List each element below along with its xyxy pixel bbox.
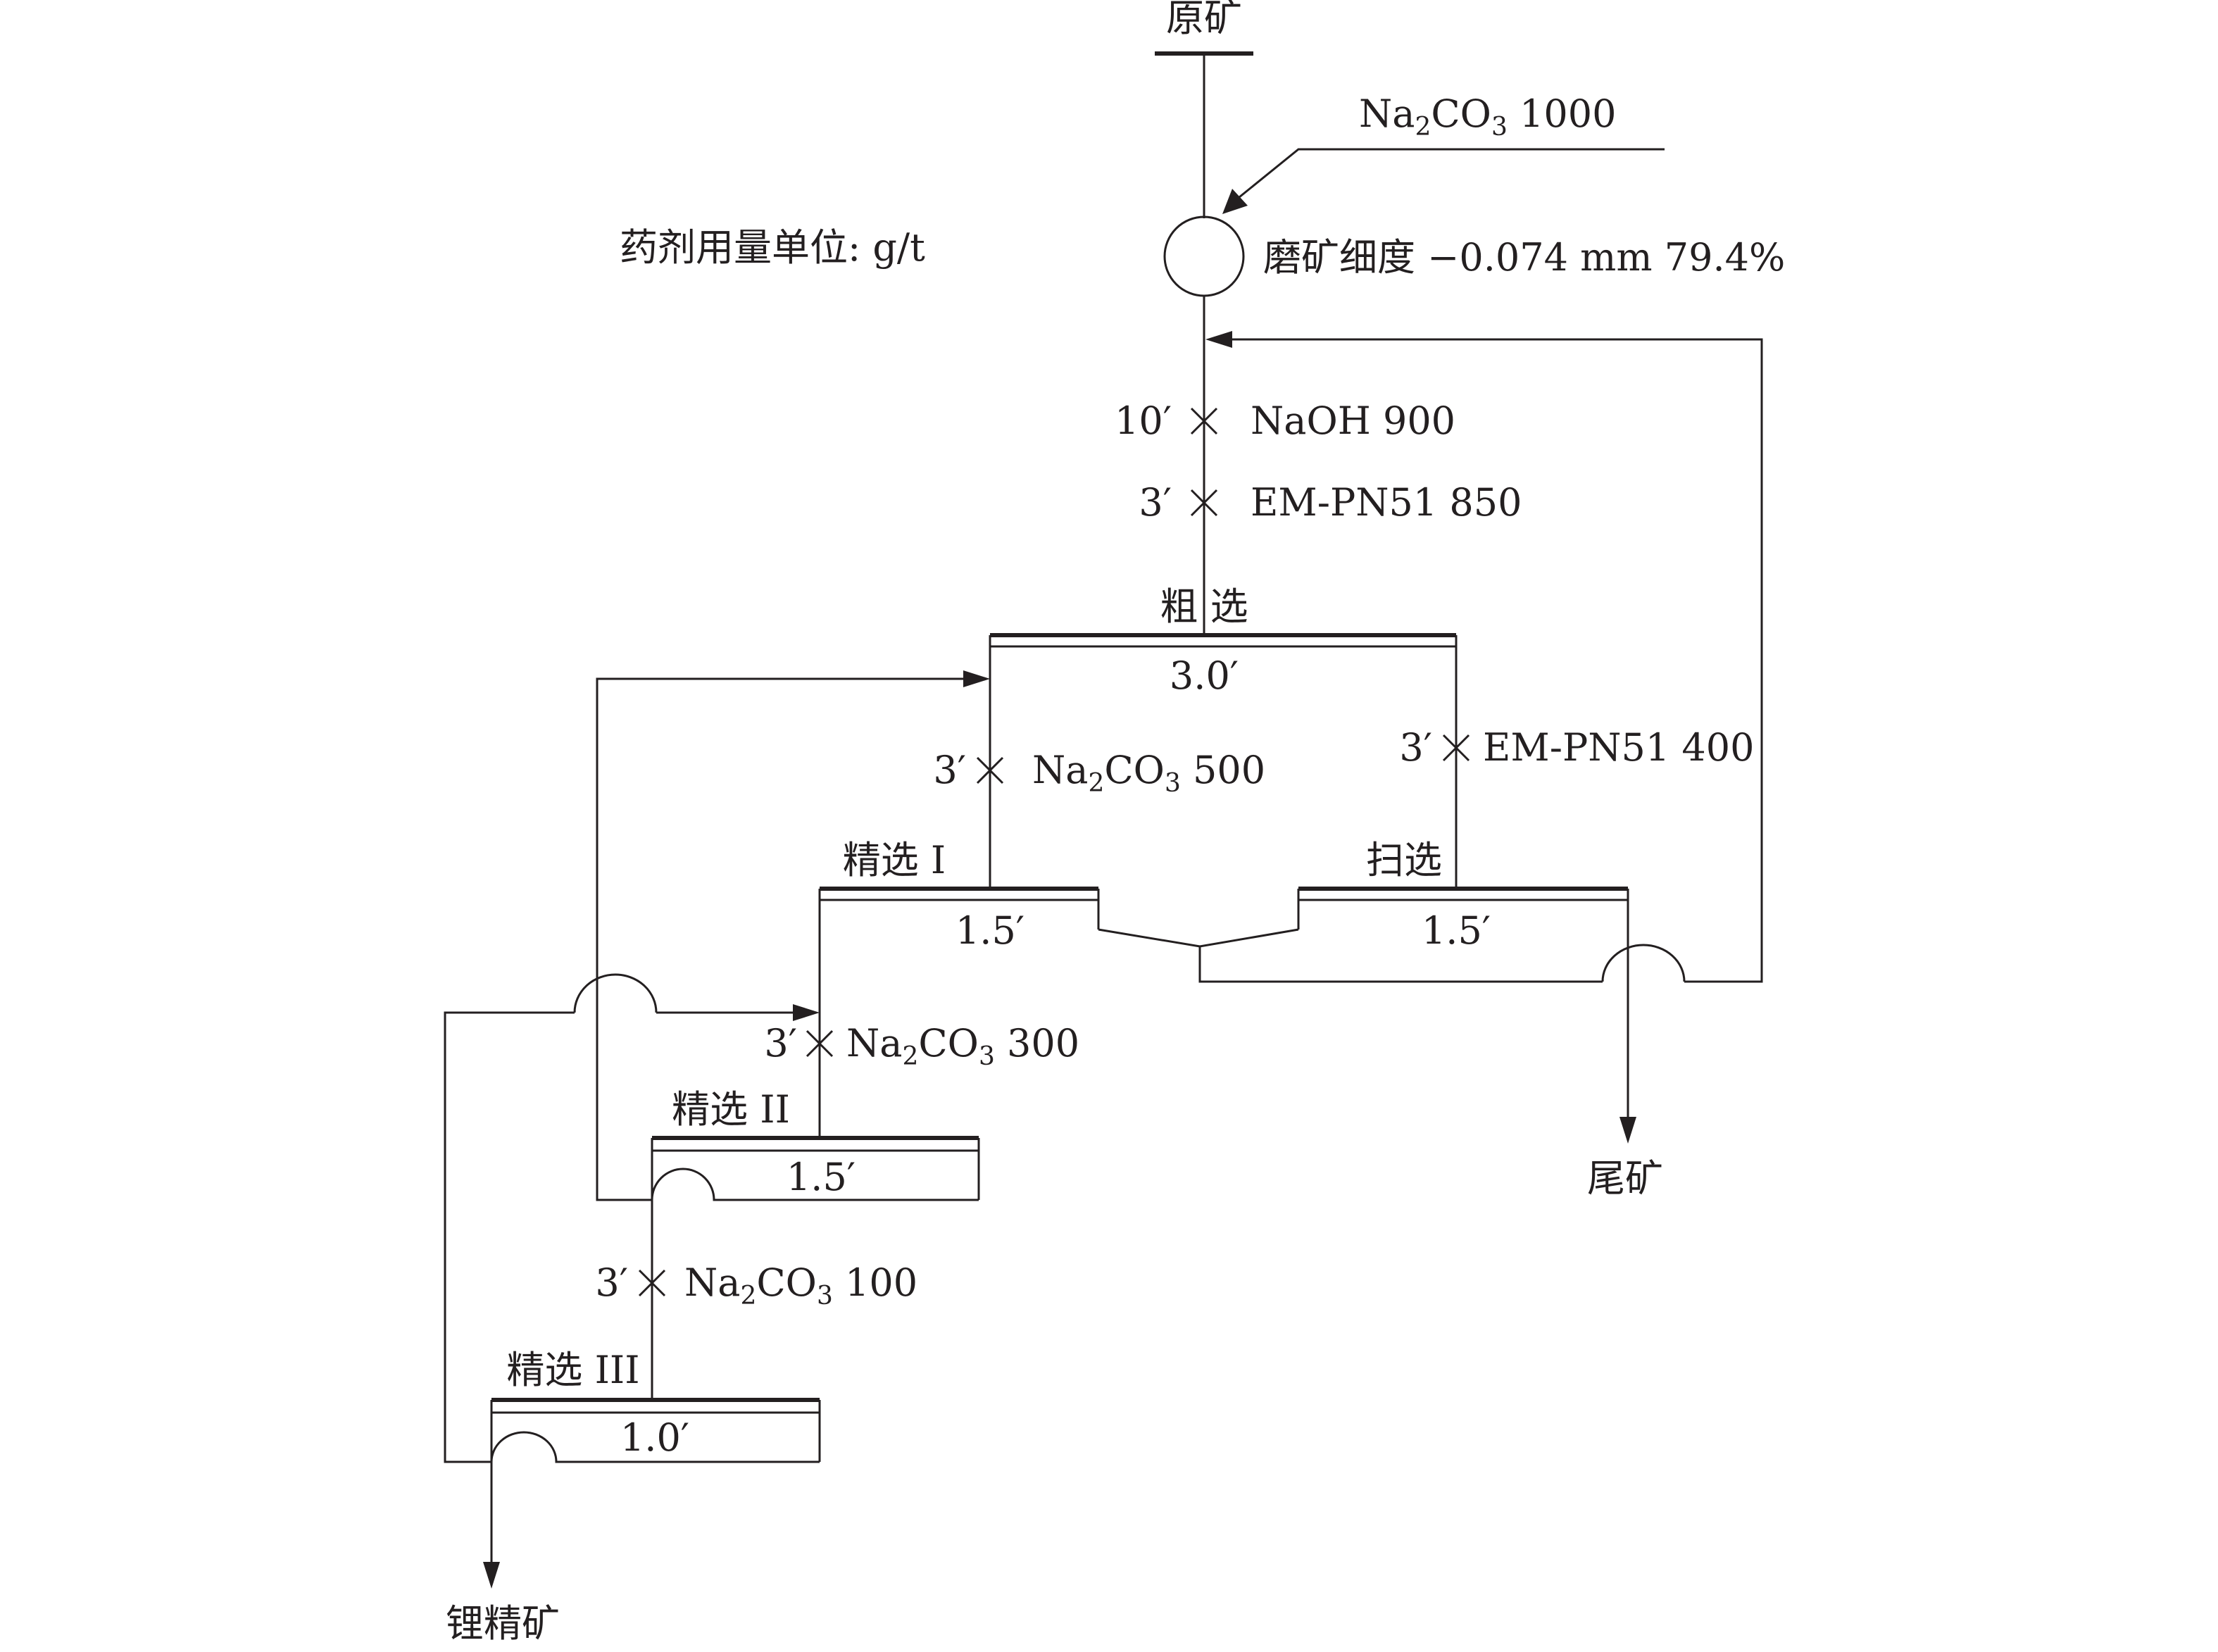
- cleaner2-label: 精选 II: [672, 1087, 790, 1132]
- feed-label: 原矿: [1166, 0, 1242, 40]
- cross-mark-icon: [638, 1269, 666, 1297]
- cross-mark-icon: [976, 756, 1004, 784]
- recycle-arrowhead: [963, 670, 990, 687]
- grinding-reagent-line: [1239, 148, 1665, 199]
- middlings-return-line: [1198, 946, 1603, 983]
- concentrate-label: 锂精矿: [446, 1601, 560, 1646]
- cleaner3-cell-bottom: [490, 1431, 820, 1463]
- recycle-arrowhead: [793, 1004, 820, 1021]
- cleaner3-tailings-recycle-line: [444, 1011, 575, 1463]
- cleaner2-cell-bottom: [651, 1168, 979, 1201]
- tailings-label: 尾矿: [1587, 1156, 1663, 1201]
- scavenger-time: 1.5′: [1422, 908, 1491, 953]
- cleaner3-feed-time: 3′: [595, 1260, 628, 1305]
- cleaner1-feed-reagent: Na2CO3 500: [1032, 748, 1265, 798]
- grinding-mill: [1163, 215, 1245, 297]
- line-crossover-hop: [573, 973, 658, 1013]
- cleaner1-feed-time: 3′: [933, 748, 966, 792]
- cleaner2-feed-reagent: Na2CO3 300: [846, 1021, 1079, 1071]
- cleaner3-time: 1.0′: [620, 1415, 689, 1460]
- rougher-label: 粗 选: [1160, 584, 1248, 629]
- cleaner2-tailings-recycle-line: [596, 677, 966, 1201]
- reagent-unit-note: 药剂用量单位: g/t: [620, 225, 925, 270]
- cleaner3-label: 精选 III: [506, 1348, 639, 1392]
- cross-mark-icon: [1190, 407, 1218, 435]
- grinding-reagent: Na2CO3 1000: [1359, 92, 1616, 142]
- grinding-reagent-arrowhead: [1222, 189, 1248, 214]
- recycle-arrowhead: [1205, 331, 1232, 348]
- cross-mark-icon: [1190, 489, 1218, 517]
- concentrate-arrowhead: [483, 1562, 500, 1589]
- cleaner1-time: 1.5′: [956, 908, 1025, 953]
- rougher-time: 3.0′: [1170, 653, 1239, 698]
- tailings-arrowhead: [1619, 1117, 1636, 1144]
- conditioning-reagent: EM-PN51 850: [1251, 480, 1522, 525]
- scavenger-feed-time: 3′: [1399, 725, 1432, 770]
- conditioning-time: 10′: [1115, 399, 1172, 443]
- middlings-merge-line: [1098, 928, 1299, 948]
- cleaner3-feed-reagent: Na2CO3 100: [684, 1260, 917, 1310]
- cleaner2-time: 1.5′: [787, 1155, 856, 1199]
- scavenger-concentrate-recycle-line: [1229, 338, 1763, 983]
- grinding-fineness: 磨矿细度 −0.074 mm 79.4%: [1263, 235, 1785, 280]
- line-crossover-hop: [1601, 944, 1686, 982]
- cleaner2-feed-time: 3′: [764, 1021, 797, 1065]
- scavenger-label: 扫选: [1366, 838, 1442, 882]
- conditioning-time: 3′: [1139, 480, 1172, 525]
- cleaner1-label: 精选 I: [843, 838, 946, 882]
- scavenger-feed-reagent: EM-PN51 400: [1483, 725, 1755, 770]
- cross-mark-icon: [806, 1030, 834, 1058]
- conditioning-reagent: NaOH 900: [1251, 399, 1455, 443]
- cross-mark-icon: [1442, 734, 1470, 762]
